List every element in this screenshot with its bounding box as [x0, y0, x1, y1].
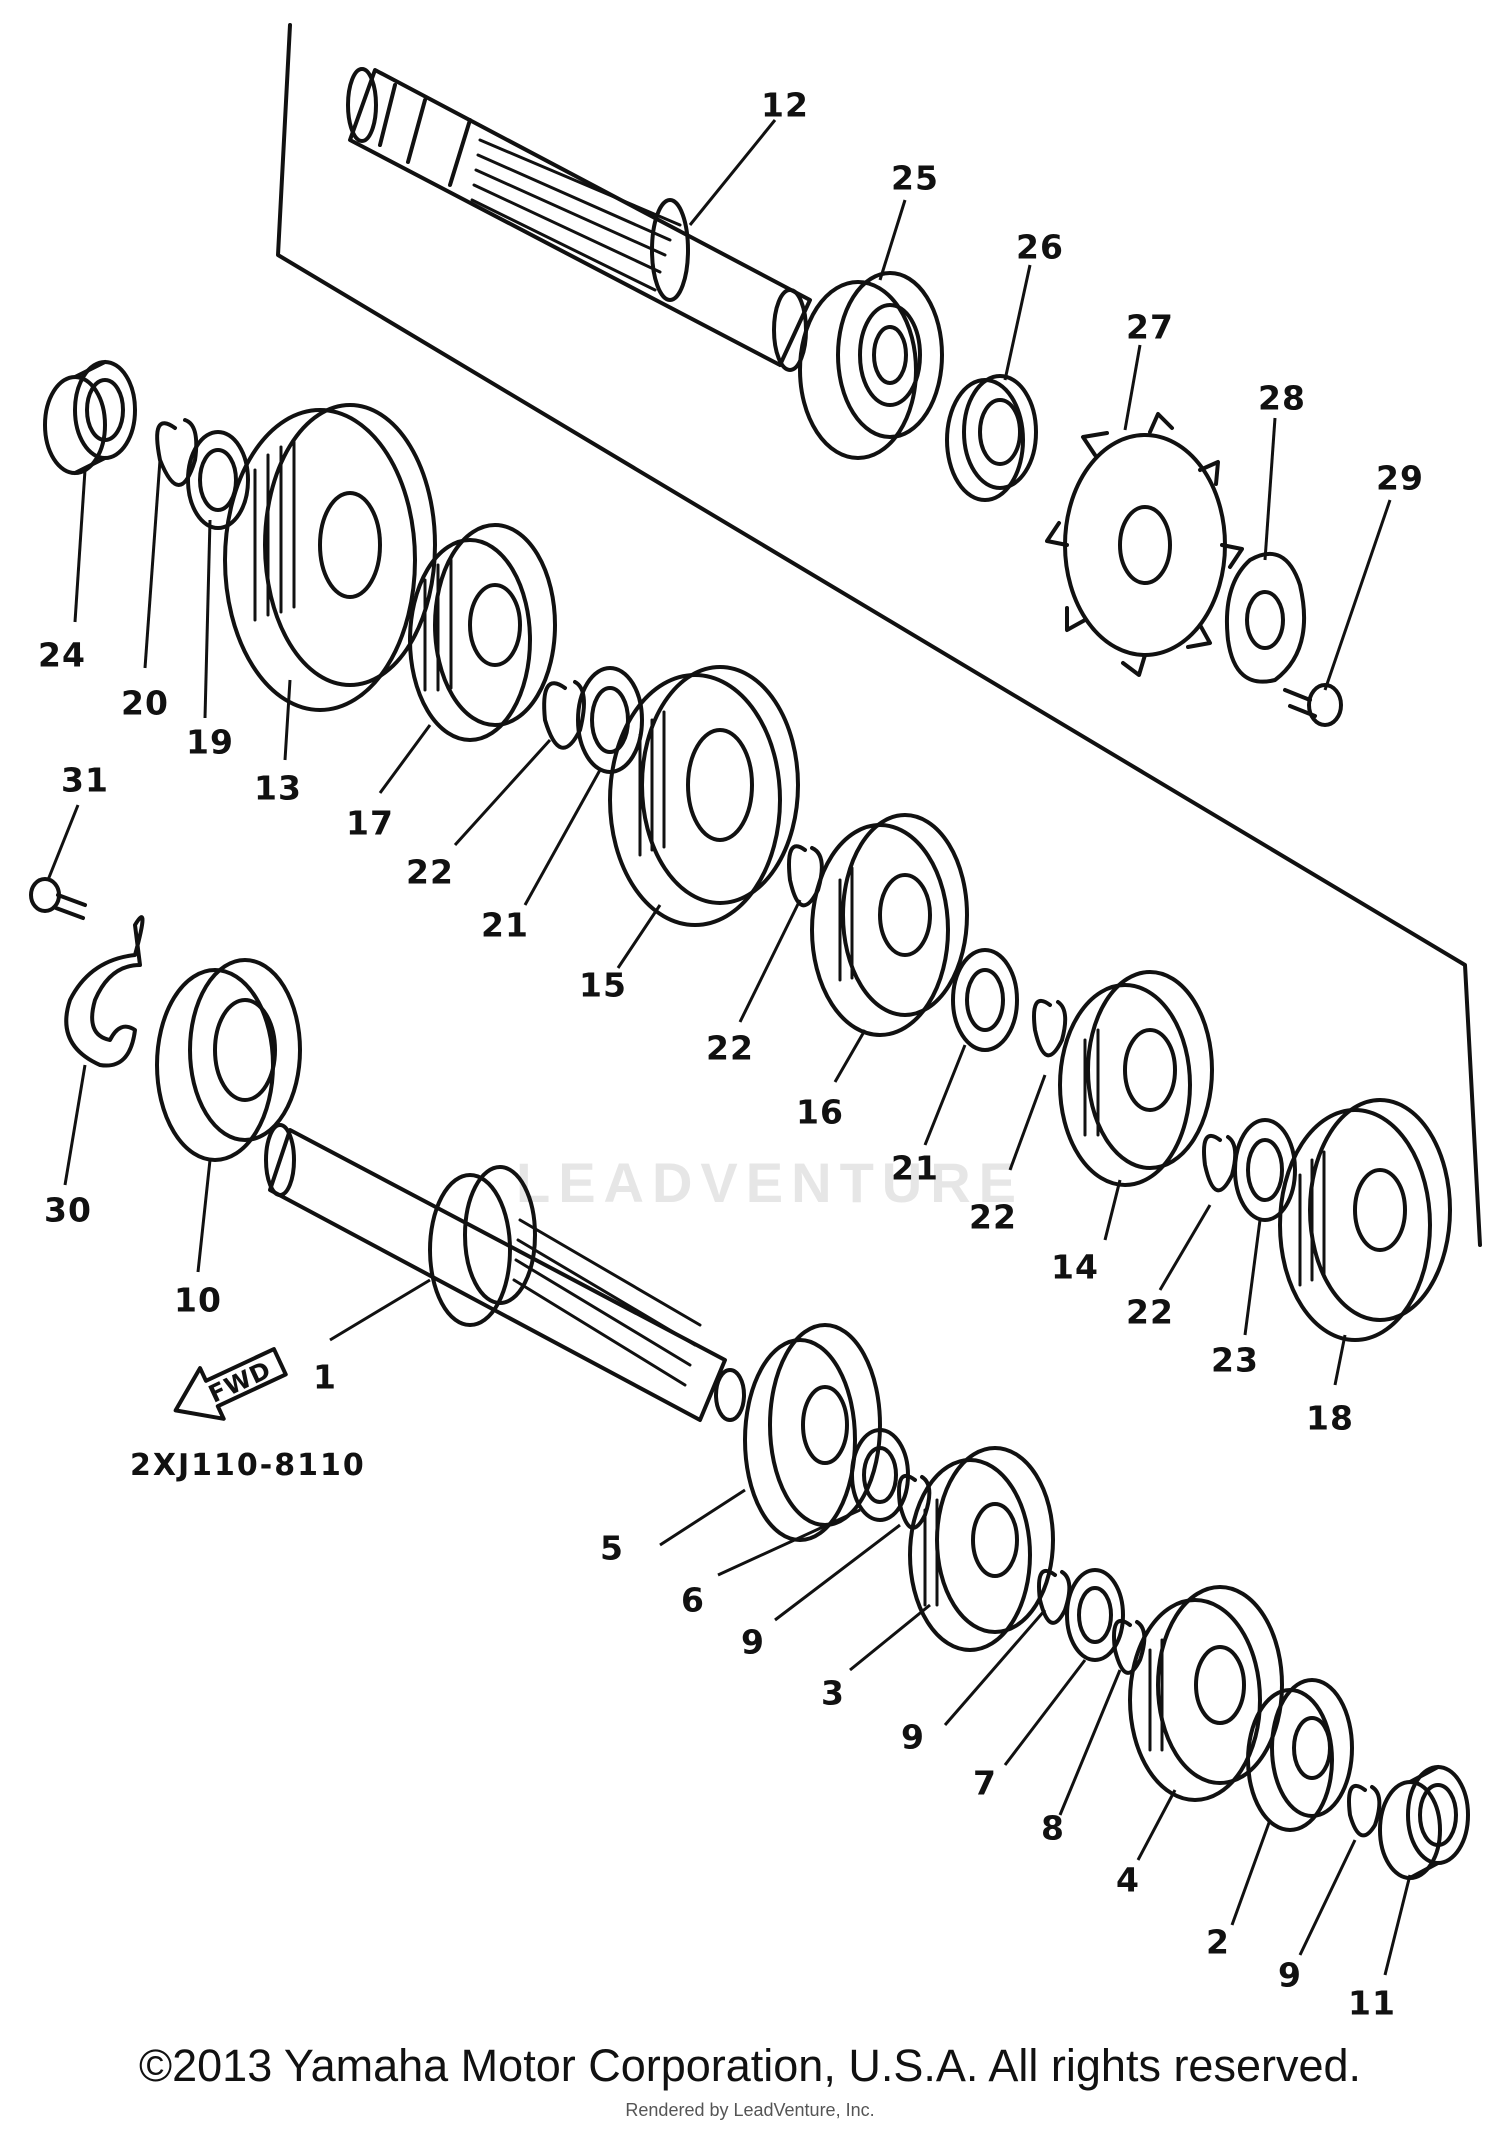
part-label-17: 17 [346, 803, 394, 843]
part-label-19: 19 [186, 722, 234, 762]
part-label-24: 24 [38, 635, 86, 675]
circlip-22b [787, 844, 824, 908]
part-label-18: 18 [1306, 1398, 1354, 1438]
washer-23 [1233, 1118, 1297, 1222]
circlip-22c [1032, 998, 1068, 1058]
leadventure-watermark: LEADVENTURE [515, 1151, 1025, 1214]
circlip-20 [155, 418, 199, 487]
part-label-11: 11 [1348, 1983, 1396, 2023]
part-label-15: 15 [579, 965, 627, 1005]
drive-axle-1 [264, 1123, 746, 1422]
part-label-22d: 22 [1126, 1292, 1174, 1332]
gear-4 [1128, 1585, 1284, 1802]
part-label-9a: 9 [741, 1622, 765, 1662]
part-label-30: 30 [44, 1190, 92, 1230]
part-label-31: 31 [61, 760, 109, 800]
gear-18 [1278, 1098, 1452, 1342]
part-label-3: 3 [821, 1673, 845, 1713]
gear-14 [1058, 970, 1214, 1187]
part-label-8: 8 [1041, 1808, 1065, 1848]
gear-15 [608, 665, 800, 927]
bolt-29 [1283, 683, 1343, 727]
upper-assembly-frame [276, 23, 1482, 1247]
circlip-9b [1037, 1568, 1072, 1625]
part-label-10: 10 [174, 1280, 222, 1320]
part-label-7: 7 [973, 1763, 997, 1803]
bearing-25 [798, 271, 944, 460]
part-label-9c: 9 [1278, 1955, 1302, 1995]
needle-bearing-11 [1378, 1765, 1470, 1880]
part-label-4: 4 [1116, 1860, 1140, 1900]
bearing-stopper-30 [64, 915, 145, 1068]
part-label-13: 13 [254, 768, 302, 808]
part-label-12: 12 [761, 85, 809, 125]
part-label-1: 1 [313, 1357, 337, 1397]
part-label-20: 20 [121, 683, 169, 723]
washer-21b [951, 948, 1019, 1052]
part-label-23: 23 [1211, 1340, 1259, 1380]
lock-washer-28 [1224, 551, 1307, 684]
part-label-27: 27 [1126, 307, 1174, 347]
circlip-9c [1347, 1783, 1382, 1838]
part-label-2: 2 [1206, 1922, 1230, 1962]
gear-13 [223, 403, 437, 712]
drawing-code: 2XJ110-8110 [130, 1448, 366, 1483]
part-label-22b: 22 [706, 1028, 754, 1068]
gear-3 [908, 1446, 1055, 1652]
part-label-21b: 21 [891, 1148, 939, 1188]
part-label-6: 6 [681, 1580, 705, 1620]
gear-2 [1246, 1678, 1354, 1832]
washer-7 [1065, 1568, 1125, 1662]
rendered-by-notice: Rendered by LeadVenture, Inc. [625, 2100, 875, 2120]
bearing-10 [155, 958, 302, 1162]
oil-seal-26 [945, 374, 1038, 502]
part-label-5: 5 [600, 1528, 624, 1568]
part-label-9b: 9 [901, 1717, 925, 1757]
part-label-29: 29 [1376, 458, 1424, 498]
fwd-arrow-icon [173, 1347, 288, 1421]
part-label-22c: 22 [969, 1197, 1017, 1237]
part-label-28: 28 [1258, 378, 1306, 418]
main-shaft-12 [346, 67, 812, 372]
gear-17 [408, 523, 557, 742]
part-label-26: 26 [1016, 227, 1064, 267]
copyright-notice: ©2013 Yamaha Motor Corporation, U.S.A. A… [138, 2040, 1362, 2091]
part-label-16: 16 [796, 1092, 844, 1132]
part-label-14: 14 [1051, 1247, 1099, 1287]
washer-19 [186, 430, 250, 530]
part-label-21a: 21 [481, 905, 529, 945]
needle-bearing-24 [43, 360, 137, 475]
gear-16 [810, 813, 969, 1037]
drive-sprocket-27 [1045, 412, 1244, 677]
screw-31 [29, 877, 87, 920]
part-label-22a: 22 [406, 852, 454, 892]
circlip-22a [542, 680, 586, 750]
part-label-25: 25 [891, 158, 939, 198]
